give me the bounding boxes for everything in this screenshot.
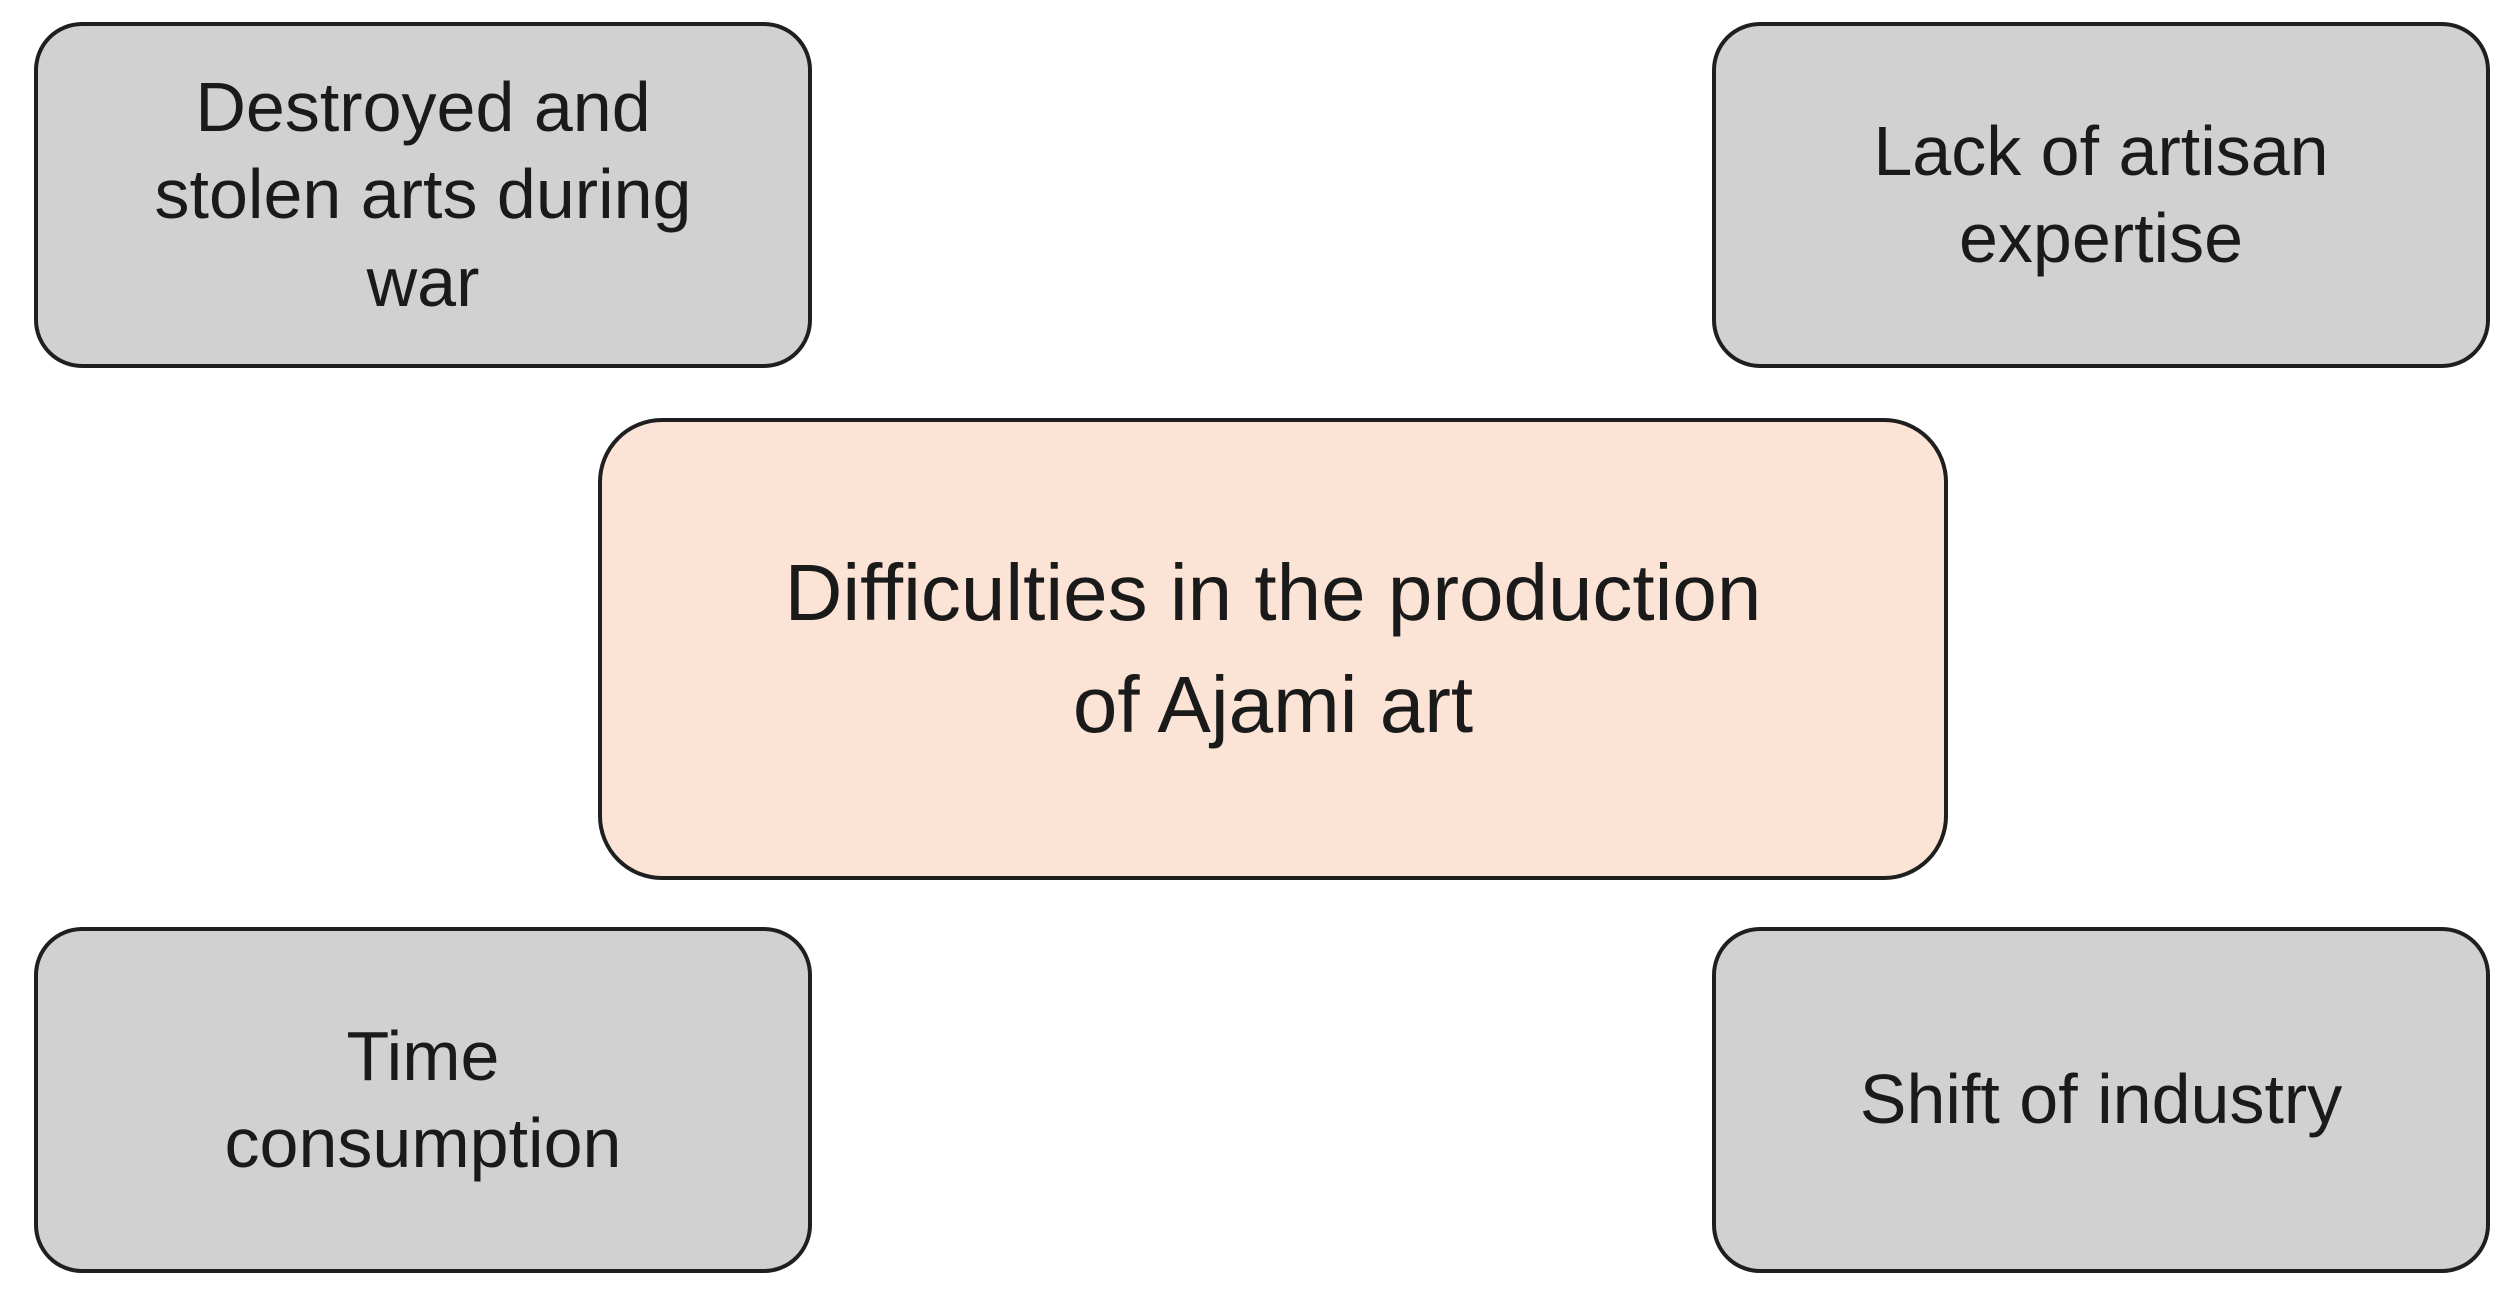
cause-label: Destroyed and stolen arts during war bbox=[154, 67, 692, 321]
cause-label: Lack of artisan expertise bbox=[1873, 111, 2329, 278]
central-topic-box: Difficulties in the production of Ajami … bbox=[598, 418, 1948, 880]
cause-box-shift-of-industry: Shift of industry bbox=[1712, 927, 2490, 1273]
cause-box-lack-of-expertise: Lack of artisan expertise bbox=[1712, 22, 2490, 368]
cause-label: Time consumption bbox=[224, 1016, 622, 1183]
cause-box-destroyed-stolen-arts: Destroyed and stolen arts during war bbox=[34, 22, 812, 368]
cause-box-time-consumption: Time consumption bbox=[34, 927, 812, 1273]
central-topic-label: Difficulties in the production of Ajami … bbox=[784, 548, 1762, 749]
cause-label: Shift of industry bbox=[1859, 1060, 2343, 1139]
